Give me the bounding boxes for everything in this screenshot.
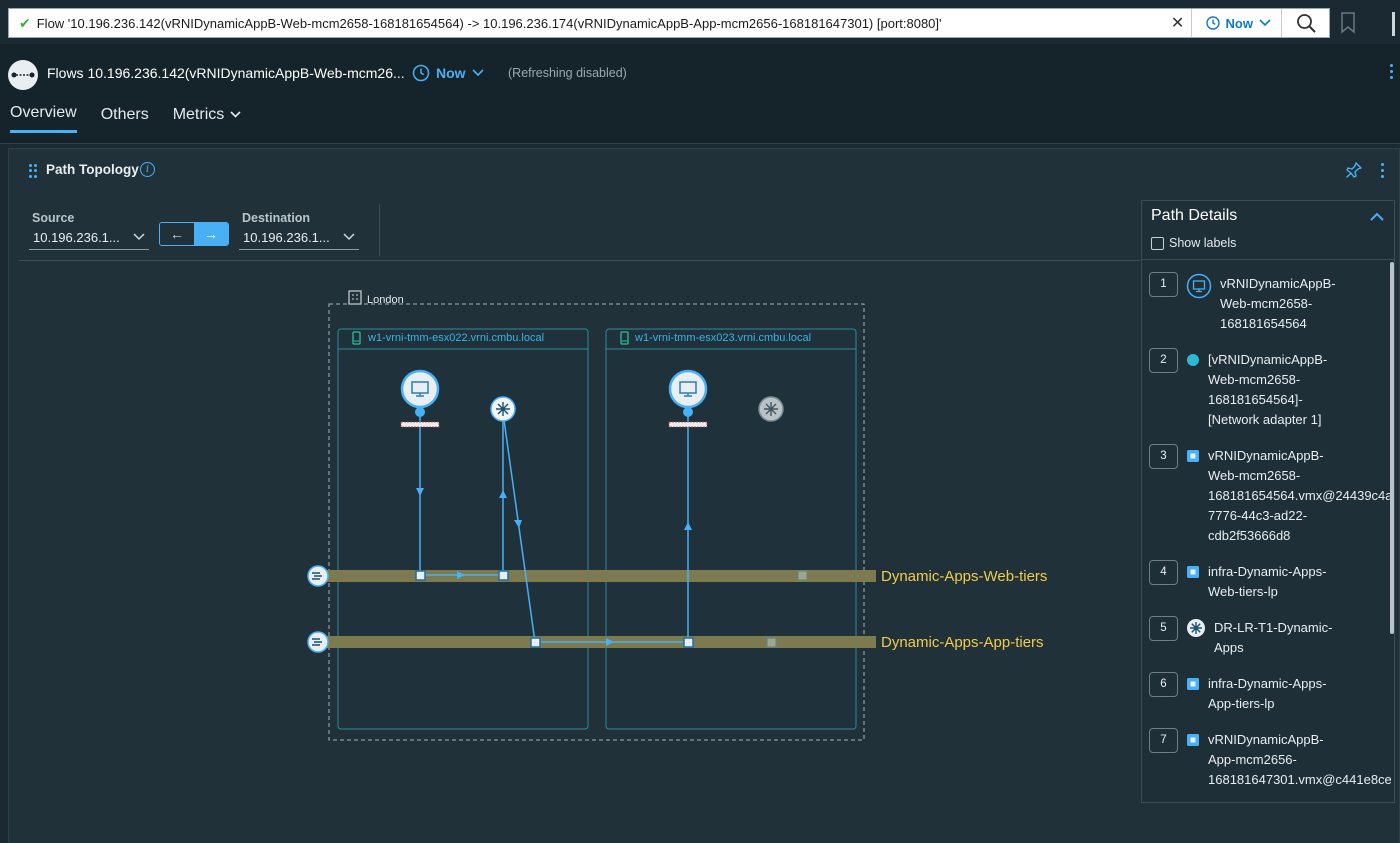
server-icon	[352, 331, 361, 345]
path-item[interactable]: 2 [vRNIDynamicAppB- Web-mcm2658- 1681816…	[1149, 348, 1327, 430]
search-button[interactable]	[1281, 9, 1329, 37]
path-details-title: Path Details	[1151, 207, 1238, 224]
path-details-panel	[1141, 200, 1395, 803]
vm-icon[interactable]	[668, 369, 708, 428]
search-bar[interactable]: ✔ Flow '10.196.236.142(vRNIDynamicAppB-W…	[8, 8, 1330, 38]
path-details-divider	[1141, 259, 1395, 260]
host-box	[337, 328, 589, 730]
path-item[interactable]: 3 vRNIDynamicAppB- Web-mcm2658- 16818165…	[1149, 444, 1391, 546]
port-node[interactable]	[498, 570, 509, 581]
port-node[interactable]	[766, 637, 777, 648]
path-item[interactable]: 7 vRNIDynamicAppB- App-mcm2656- 16818164…	[1149, 728, 1391, 790]
chevron-down-icon	[133, 233, 145, 241]
segment-icon[interactable]	[307, 631, 329, 653]
building-icon	[348, 290, 362, 305]
tab-overview[interactable]: Overview	[10, 104, 77, 133]
router-icon	[1186, 617, 1206, 639]
direction-forward-button[interactable]: →	[194, 223, 228, 245]
port-node[interactable]	[415, 570, 426, 581]
server-icon	[620, 331, 629, 345]
router-icon[interactable]	[758, 396, 784, 422]
port-icon	[1186, 729, 1200, 751]
direction-reverse-button[interactable]: ←	[160, 223, 194, 245]
header-more-icon[interactable]	[1390, 64, 1393, 79]
vm-icon[interactable]	[400, 369, 440, 428]
show-labels-checkbox[interactable]	[1151, 236, 1164, 250]
segment-label[interactable]: Dynamic-Apps-Web-tiers	[881, 568, 1048, 585]
host-box	[605, 328, 857, 730]
tab-bar: Overview Others Metrics	[10, 104, 241, 133]
topology-diagram[interactable]	[0, 0, 1140, 843]
clock-icon	[412, 64, 430, 82]
tab-others[interactable]: Others	[100, 105, 149, 123]
destination-label: Destination	[242, 211, 311, 225]
valid-query-check-icon: ✔	[19, 14, 31, 31]
region-label: London	[367, 294, 404, 306]
source-label: Source	[32, 211, 75, 225]
refresh-status: (Refreshing disabled)	[508, 66, 627, 80]
path-details-scrollbar[interactable]	[1390, 262, 1394, 634]
search-query-text[interactable]: Flow '10.196.236.142(vRNIDynamicAppB-Web…	[36, 15, 942, 31]
header-time-label: Now	[436, 65, 466, 81]
show-labels-toggle[interactable]: Show labels	[1151, 236, 1236, 250]
router-icon[interactable]	[490, 396, 516, 422]
header-time-picker[interactable]: Now	[412, 64, 484, 82]
chevron-down-icon	[230, 111, 241, 118]
selector-divider	[379, 204, 380, 256]
region-box	[328, 303, 865, 741]
port-node[interactable]	[683, 637, 694, 648]
search-time-picker[interactable]: Now	[1190, 9, 1281, 37]
window-edge	[1392, 12, 1395, 36]
segment-band-web[interactable]	[322, 570, 876, 582]
flow-logo-icon	[8, 60, 38, 90]
path-item[interactable]: 4 infra-Dynamic-Apps- Web-tiers-lp	[1149, 560, 1326, 602]
page-header	[0, 44, 1400, 144]
direction-toggle[interactable]: ← →	[159, 222, 229, 246]
page-title: Flows 10.196.236.142(vRNIDynamicAppB-Web…	[47, 65, 405, 81]
pin-icon[interactable]	[1346, 162, 1362, 180]
path-selector-row	[19, 200, 1140, 261]
tab-metrics[interactable]: Metrics	[173, 104, 242, 133]
chevron-down-icon	[1259, 19, 1271, 27]
path-item[interactable]: 6 infra-Dynamic-Apps- App-tiers-lp	[1149, 672, 1326, 714]
clock-icon	[1205, 16, 1220, 30]
vnic-icon	[1186, 349, 1200, 371]
clear-search-icon[interactable]: ✕	[1170, 15, 1185, 32]
source-dropdown[interactable]: 10.196.236.1...	[29, 228, 149, 250]
card-more-icon[interactable]	[1381, 163, 1384, 178]
port-icon	[1186, 561, 1200, 583]
search-time-label: Now	[1225, 15, 1253, 31]
host-label[interactable]: w1-vrni-tmm-esx023.vrni.cmbu.local	[635, 332, 812, 344]
destination-dropdown[interactable]: 10.196.236.1...	[239, 228, 359, 250]
bookmark-icon[interactable]	[1340, 12, 1356, 34]
card-title: Path Topology	[46, 162, 139, 177]
path-item[interactable]: 1 vRNIDynamicAppB- Web-mcm2658- 16818165…	[1149, 272, 1336, 334]
path-item[interactable]: 5 DR-LR-T1-Dynamic- Apps	[1149, 616, 1332, 658]
host-label[interactable]: w1-vrni-tmm-esx022.vrni.cmbu.local	[368, 332, 545, 344]
drag-handle-icon[interactable]	[29, 164, 37, 178]
port-node[interactable]	[797, 570, 808, 581]
chevron-down-icon	[471, 69, 484, 77]
info-icon[interactable]: i	[140, 162, 155, 177]
chevron-down-icon	[343, 233, 355, 241]
port-node[interactable]	[530, 637, 541, 648]
port-icon	[1186, 673, 1200, 695]
segment-label[interactable]: Dynamic-Apps-App-tiers	[881, 634, 1044, 651]
segment-icon[interactable]	[307, 565, 329, 587]
path-details-list: 1 vRNIDynamicAppB- Web-mcm2658- 16818165…	[1141, 260, 1391, 802]
search-icon	[1296, 14, 1316, 33]
vm-icon	[1186, 273, 1212, 299]
chevron-up-icon[interactable]	[1369, 210, 1385, 222]
port-icon	[1186, 445, 1200, 467]
